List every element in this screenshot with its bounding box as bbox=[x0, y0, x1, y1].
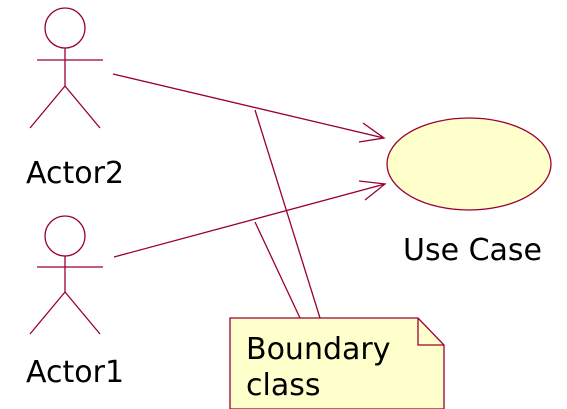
actor2-label: Actor2 bbox=[26, 156, 124, 191]
actor2-head bbox=[44, 7, 86, 49]
actor1-right-leg bbox=[64, 291, 101, 335]
actor1-head bbox=[44, 215, 86, 257]
actor2-right-leg bbox=[64, 85, 101, 129]
use-case-ellipse[interactable] bbox=[386, 117, 552, 211]
arrowhead-actor2 bbox=[358, 122, 386, 143]
arrowhead-actor1 bbox=[358, 180, 387, 201]
actor2-left-leg bbox=[29, 85, 66, 129]
actor2-figure[interactable] bbox=[29, 7, 103, 129]
association-actor2-usecase[interactable] bbox=[112, 73, 385, 139]
note-anchor-line-1 bbox=[254, 109, 321, 319]
note-fold bbox=[417, 318, 444, 346]
association-actor1-usecase[interactable] bbox=[113, 183, 386, 258]
actor1-label: Actor1 bbox=[26, 355, 124, 390]
boundary-class-note[interactable] bbox=[229, 317, 445, 409]
note-text-line-2: class bbox=[246, 368, 320, 403]
note-text-line-1: Boundary bbox=[246, 332, 390, 367]
use-case-label: Use Case bbox=[403, 233, 542, 268]
note-anchor-line-2 bbox=[254, 221, 301, 319]
actor1-left-leg bbox=[29, 291, 66, 335]
actor1-figure[interactable] bbox=[29, 215, 103, 335]
